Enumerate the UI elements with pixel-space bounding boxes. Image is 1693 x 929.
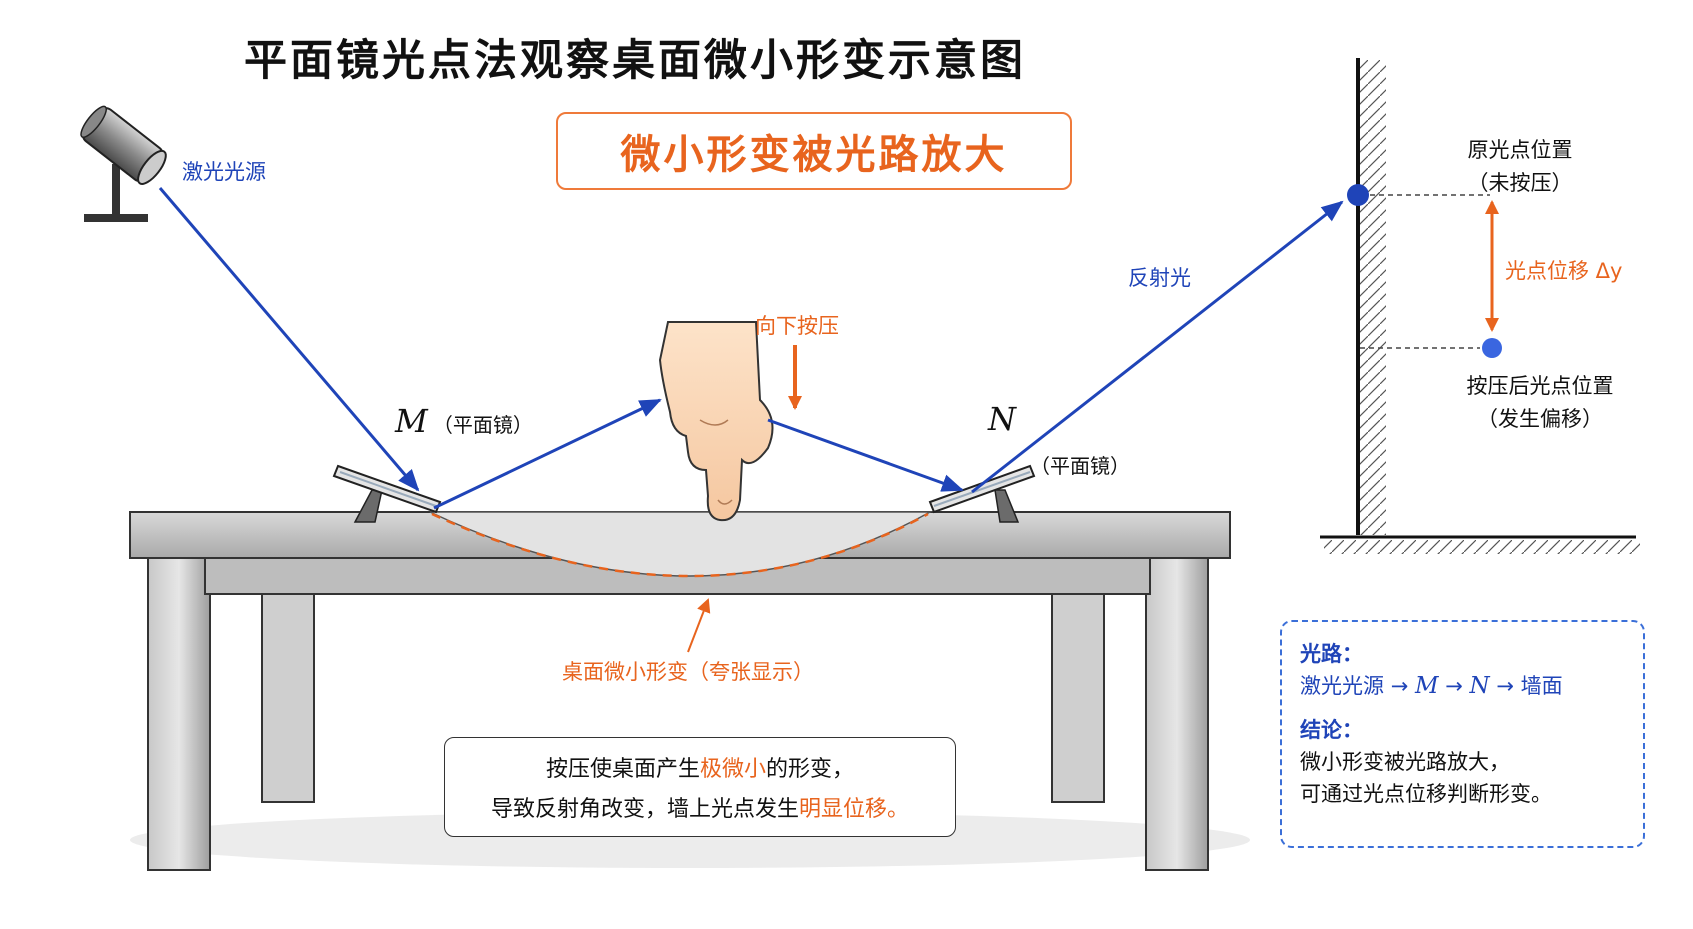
original-spot-label: 原光点位置 （未按压） (1440, 134, 1600, 200)
mirror-n (928, 464, 1036, 523)
laser-label: 激光光源 (182, 160, 266, 184)
subtitle-text: 微小形变被光路放大 (620, 132, 1008, 178)
displacement-label: 光点位移 Δy (1505, 259, 1623, 283)
new-spot-line1: 按压后光点位置 (1466, 374, 1614, 398)
mirror-m-label: M （平面镜） (395, 402, 533, 440)
conclusion-line2: 可通过光点位移判断形变。 (1300, 782, 1552, 806)
wall (1320, 58, 1640, 554)
caption-box: 按压使桌面产生极微小的形变， 导致反射角改变，墙上光点发生明显位移。 (444, 737, 956, 837)
deform-pointer (687, 598, 711, 653)
conclusion-line1: 微小形变被光路放大， (1300, 750, 1510, 774)
page-title: 平面镜光点法观察桌面微小形变示意图 (244, 36, 1026, 86)
subtitle-box: 微小形变被光路放大 (556, 112, 1072, 190)
floor-shadow (130, 812, 1250, 868)
laser-source (80, 105, 167, 222)
pressing-hand (658, 321, 774, 522)
new-spot-line2: （发生偏移） (1477, 407, 1603, 431)
conclusion-heading: 结论： (1300, 718, 1363, 742)
caption-line1: 按压使桌面产生极微小的形变， (545, 757, 855, 782)
path-heading: 光路： (1300, 642, 1363, 666)
original-spot-dot (1347, 184, 1369, 206)
new-spot-label: 按压后光点位置 （发生偏移） (1440, 370, 1640, 436)
light-path (158, 187, 1344, 510)
original-spot-line2: （未按压） (1467, 171, 1573, 195)
deform-label: 桌面微小形变（夸张显示） (562, 660, 814, 684)
mirror-n-letter: N (988, 400, 1016, 438)
reflected-label: 反射光 (1128, 266, 1191, 290)
original-spot-line1: 原光点位置 (1467, 138, 1573, 162)
info-box: 光路： 激光光源 → M → N → 墙面 结论： 微小形变被光路放大， 可通过… (1280, 620, 1645, 848)
press-label: 向下按压 (755, 314, 839, 338)
mirror-m-note: （平面镜） (432, 413, 533, 437)
caption-line2: 导致反射角改变，墙上光点发生明显位移。 (490, 797, 910, 822)
path-sequence: 激光光源 → M → N → 墙面 (1300, 673, 1563, 699)
new-spot-dot (1482, 338, 1502, 358)
mirror-n-note: （平面镜） (1030, 454, 1130, 478)
mirror-m-letter: M (395, 402, 428, 440)
